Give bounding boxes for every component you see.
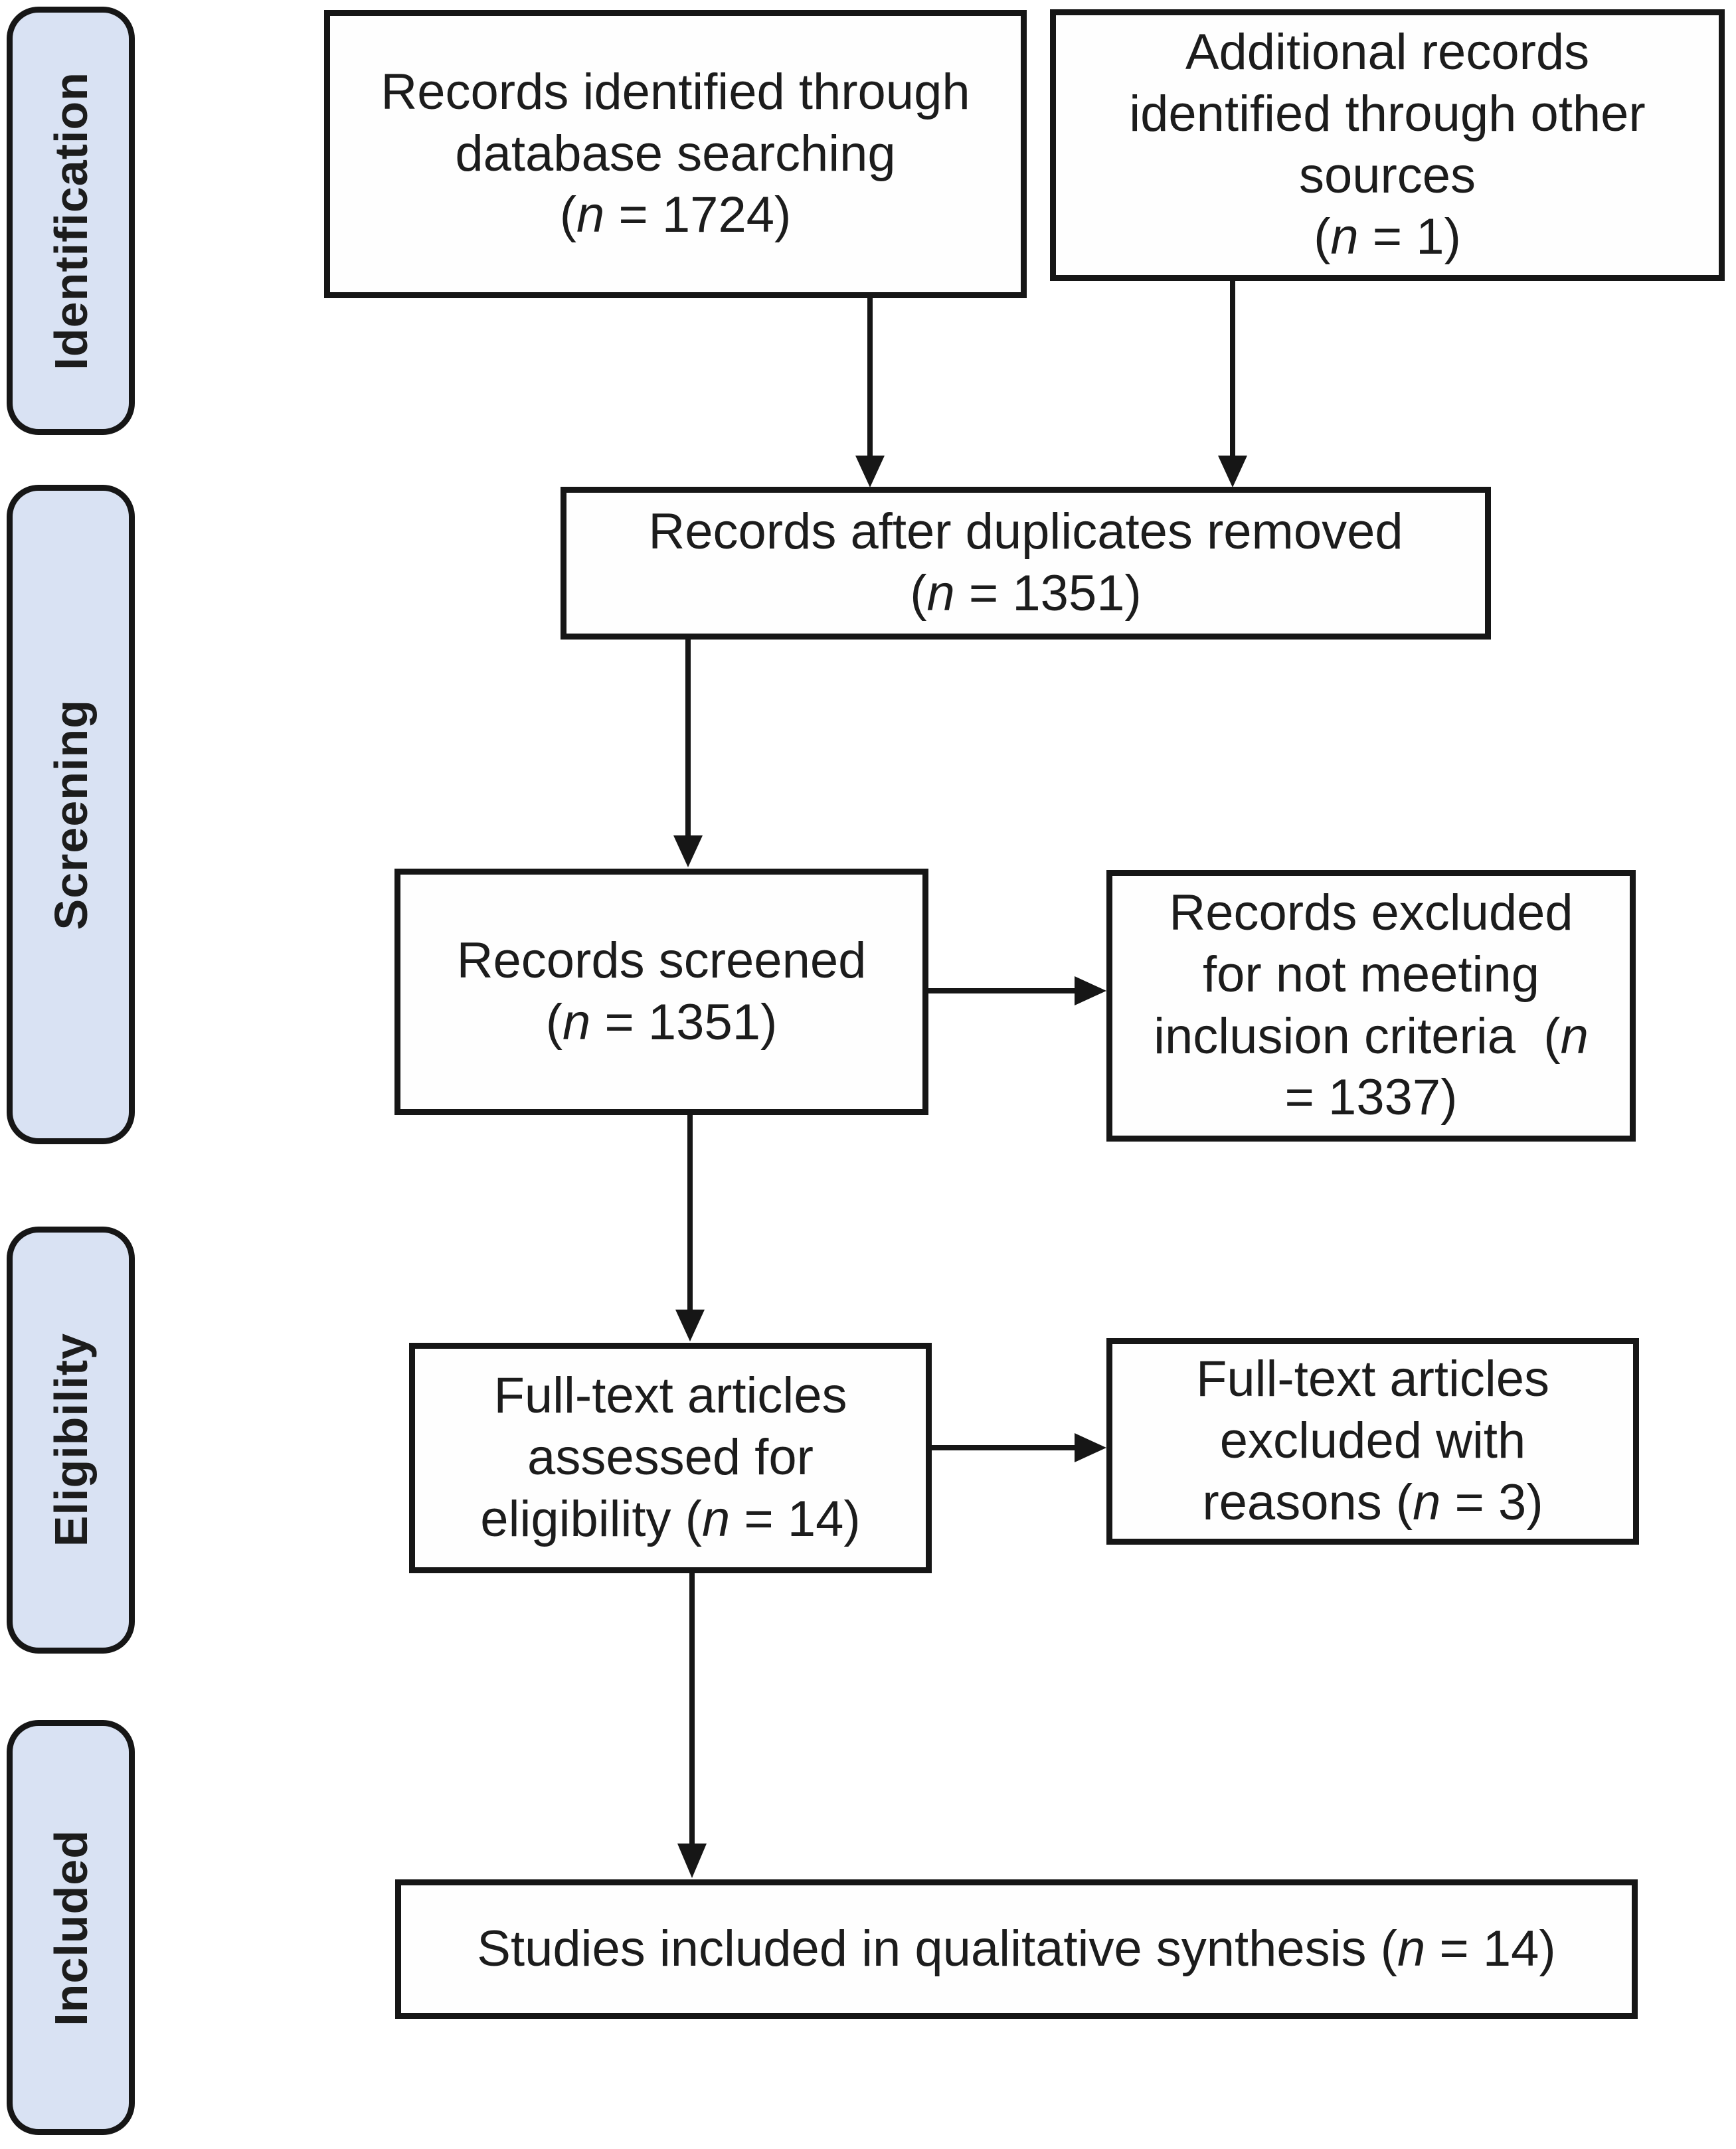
box-studies-included-text: Studies included in qualitative synthesi… [477, 1920, 1556, 1977]
box-records-screened-text: Records screened(n = 1351) [456, 932, 867, 1051]
arrow-additional-records-to-duplicates [1218, 280, 1247, 487]
stage-identification: Identification [7, 7, 135, 435]
arrow-duplicates-to-screened [673, 638, 703, 867]
stage-included: Included [7, 1720, 135, 2135]
stage-screening: Screening [7, 485, 135, 1144]
stage-screening-label: Screening [44, 699, 97, 930]
arrow-fulltext-to-excluded [930, 1433, 1106, 1462]
box-records-after-duplicates-text: Records after duplicates removed(n = 135… [648, 503, 1403, 622]
box-studies-included: Studies included in qualitative synthesi… [395, 1879, 1638, 2019]
stage-identification-label: Identification [44, 71, 97, 371]
stage-eligibility-label: Eligibility [44, 1333, 97, 1547]
arrow-records-identified-to-duplicates [855, 298, 885, 487]
box-records-after-duplicates: Records after duplicates removed(n = 135… [561, 487, 1491, 640]
arrow-screened-to-excluded [927, 976, 1106, 1005]
box-records-screened: Records screened(n = 1351) [394, 869, 928, 1115]
arrow-fulltext-to-included [677, 1572, 707, 1878]
stage-included-label: Included [44, 1829, 97, 2026]
stage-eligibility: Eligibility [7, 1227, 135, 1654]
arrow-screened-to-fulltext [675, 1114, 705, 1341]
